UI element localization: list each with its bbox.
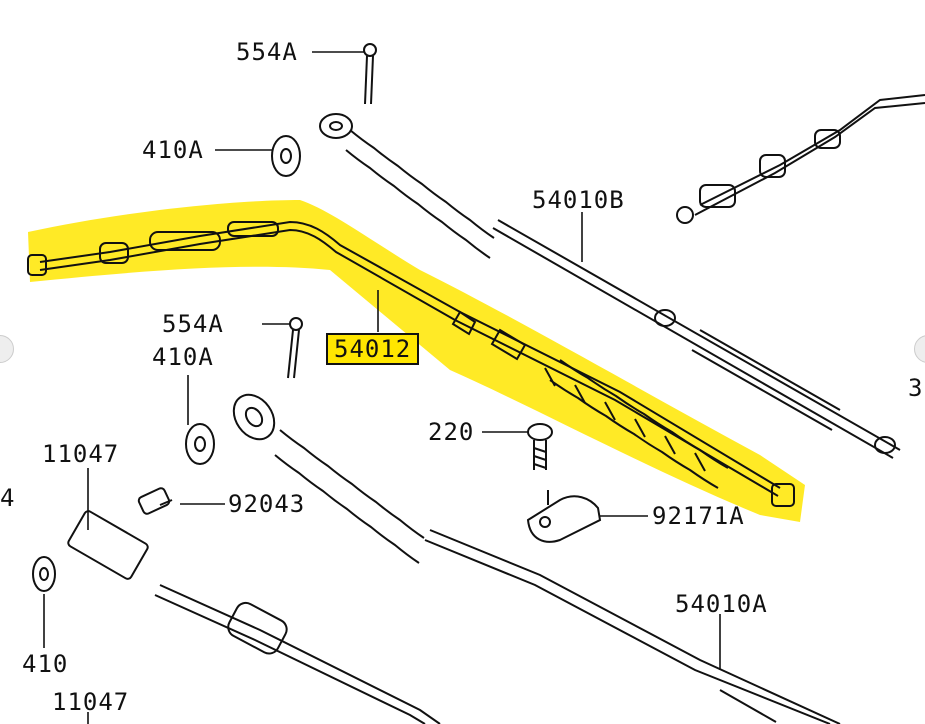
- label-220: 220: [428, 418, 475, 446]
- bolt-220: [527, 423, 553, 470]
- label-410a-mid: 410A: [152, 343, 214, 371]
- washer-410-bottom: [32, 556, 56, 592]
- leader-lines: [43, 51, 721, 724]
- cable-54010b: [319, 113, 901, 459]
- label-554a-mid: 554A: [162, 310, 224, 338]
- label-54010a: 54010A: [675, 590, 768, 618]
- washer-410a-mid: [185, 423, 215, 465]
- highlight-54012: [28, 200, 805, 522]
- label-partial-right: 3: [908, 374, 924, 402]
- cable-54010a: [232, 393, 841, 724]
- clamp-92171a: [526, 490, 602, 543]
- label-54010b: 54010B: [532, 186, 625, 214]
- cotter-pin-554a-top: [363, 43, 377, 105]
- cable-54012: [27, 220, 795, 507]
- cotter-pin-554a-mid: [287, 317, 303, 379]
- label-partial-left: 4: [0, 484, 16, 512]
- washer-410a-top: [271, 135, 301, 177]
- label-554a-top: 554A: [236, 38, 298, 66]
- screw-92043: [137, 487, 173, 515]
- cable-end-upper-right: [676, 94, 925, 224]
- label-410a-top: 410A: [142, 136, 204, 164]
- label-92043: 92043: [228, 490, 306, 518]
- label-11047-bottom: 11047: [52, 688, 130, 716]
- boot-54012: [451, 310, 729, 489]
- label-92171a: 92171A: [652, 502, 745, 530]
- cable-lower-left: [67, 510, 441, 724]
- label-54012: 54012: [326, 333, 420, 365]
- label-11047-top: 11047: [42, 440, 120, 468]
- label-410-bottom: 410: [22, 650, 69, 678]
